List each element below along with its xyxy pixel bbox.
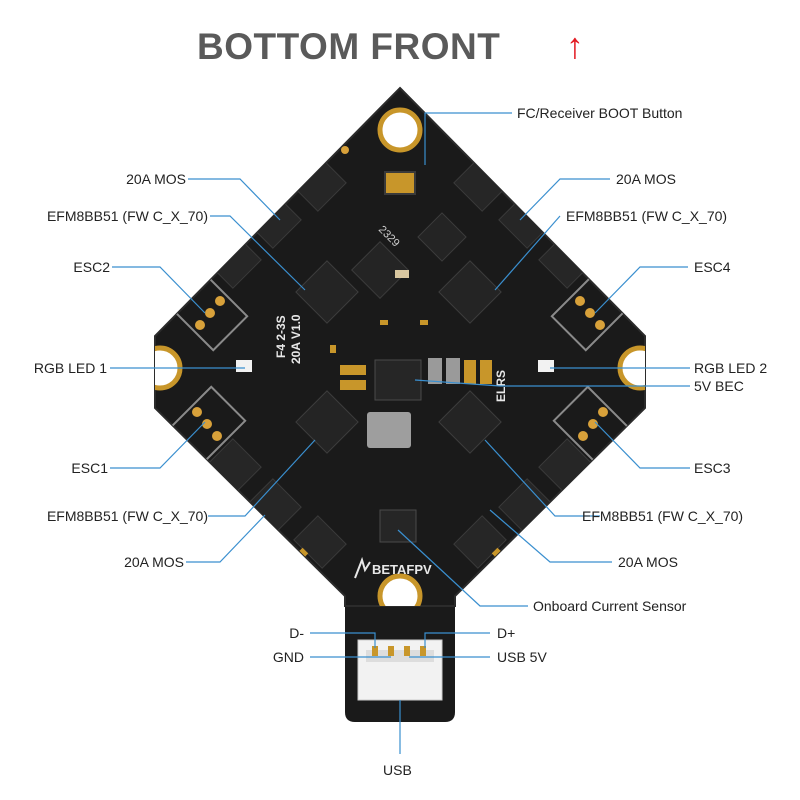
gnd-label: GND [272, 649, 304, 665]
boot-button [384, 171, 416, 195]
brand-logo-icon [354, 556, 371, 579]
crystal [367, 412, 411, 448]
up-arrow-icon: ↑ [566, 25, 584, 66]
mos-top-right-label: 20A MOS [616, 171, 676, 187]
resistor-bank [340, 358, 492, 390]
bec-chip [374, 359, 422, 401]
mos-top-left-label: 20A MOS [126, 171, 186, 187]
current-sensor-label: Onboard Current Sensor [533, 598, 687, 614]
esc3-label: ESC3 [694, 460, 731, 476]
brand-text: BETAFPV [372, 562, 432, 577]
board-version-text: 20A V1.0 [289, 314, 303, 364]
rgb-led-2 [538, 360, 554, 372]
esc1-label: ESC1 [71, 460, 108, 476]
usb-5v-label: USB 5V [497, 649, 547, 665]
efm-top-left-label: EFM8BB51 (FW C_X_70) [46, 208, 208, 224]
mos-bottom-right-label: 20A MOS [618, 554, 678, 570]
rgb-led-1-label: RGB LED 1 [33, 360, 107, 376]
leader-lines [110, 112, 690, 754]
d-plus-label: D+ [497, 625, 516, 641]
boot-button-label: FC/Receiver BOOT Button [517, 105, 683, 121]
solder-pads [192, 146, 608, 441]
rgb-led-1 [236, 360, 252, 372]
mounting-holes [155, 107, 645, 606]
diagram-title: BOTTOM FRONT [197, 26, 501, 67]
efm-bottom-right-label: EFM8BB51 (FW C_X_70) [582, 508, 744, 524]
d-minus-label: D- [289, 625, 304, 641]
usb-label: USB [383, 762, 412, 778]
usb-connector [357, 639, 443, 701]
efm-top-right-label: EFM8BB51 (FW C_X_70) [566, 208, 728, 224]
bec-label: 5V BEC [694, 378, 744, 394]
esc4-label: ESC4 [694, 259, 731, 275]
esc2-label: ESC2 [73, 259, 110, 275]
current-sensor-chip [379, 509, 417, 543]
mos-bottom-left-label: 20A MOS [124, 554, 184, 570]
rgb-led-2-label: RGB LED 2 [694, 360, 768, 376]
mosfet-chips [208, 158, 592, 569]
mcu-chips [295, 212, 502, 454]
board-model-text: F4 2-3S [274, 315, 288, 358]
efm-bottom-left-label: EFM8BB51 (FW C_X_70) [46, 508, 208, 524]
